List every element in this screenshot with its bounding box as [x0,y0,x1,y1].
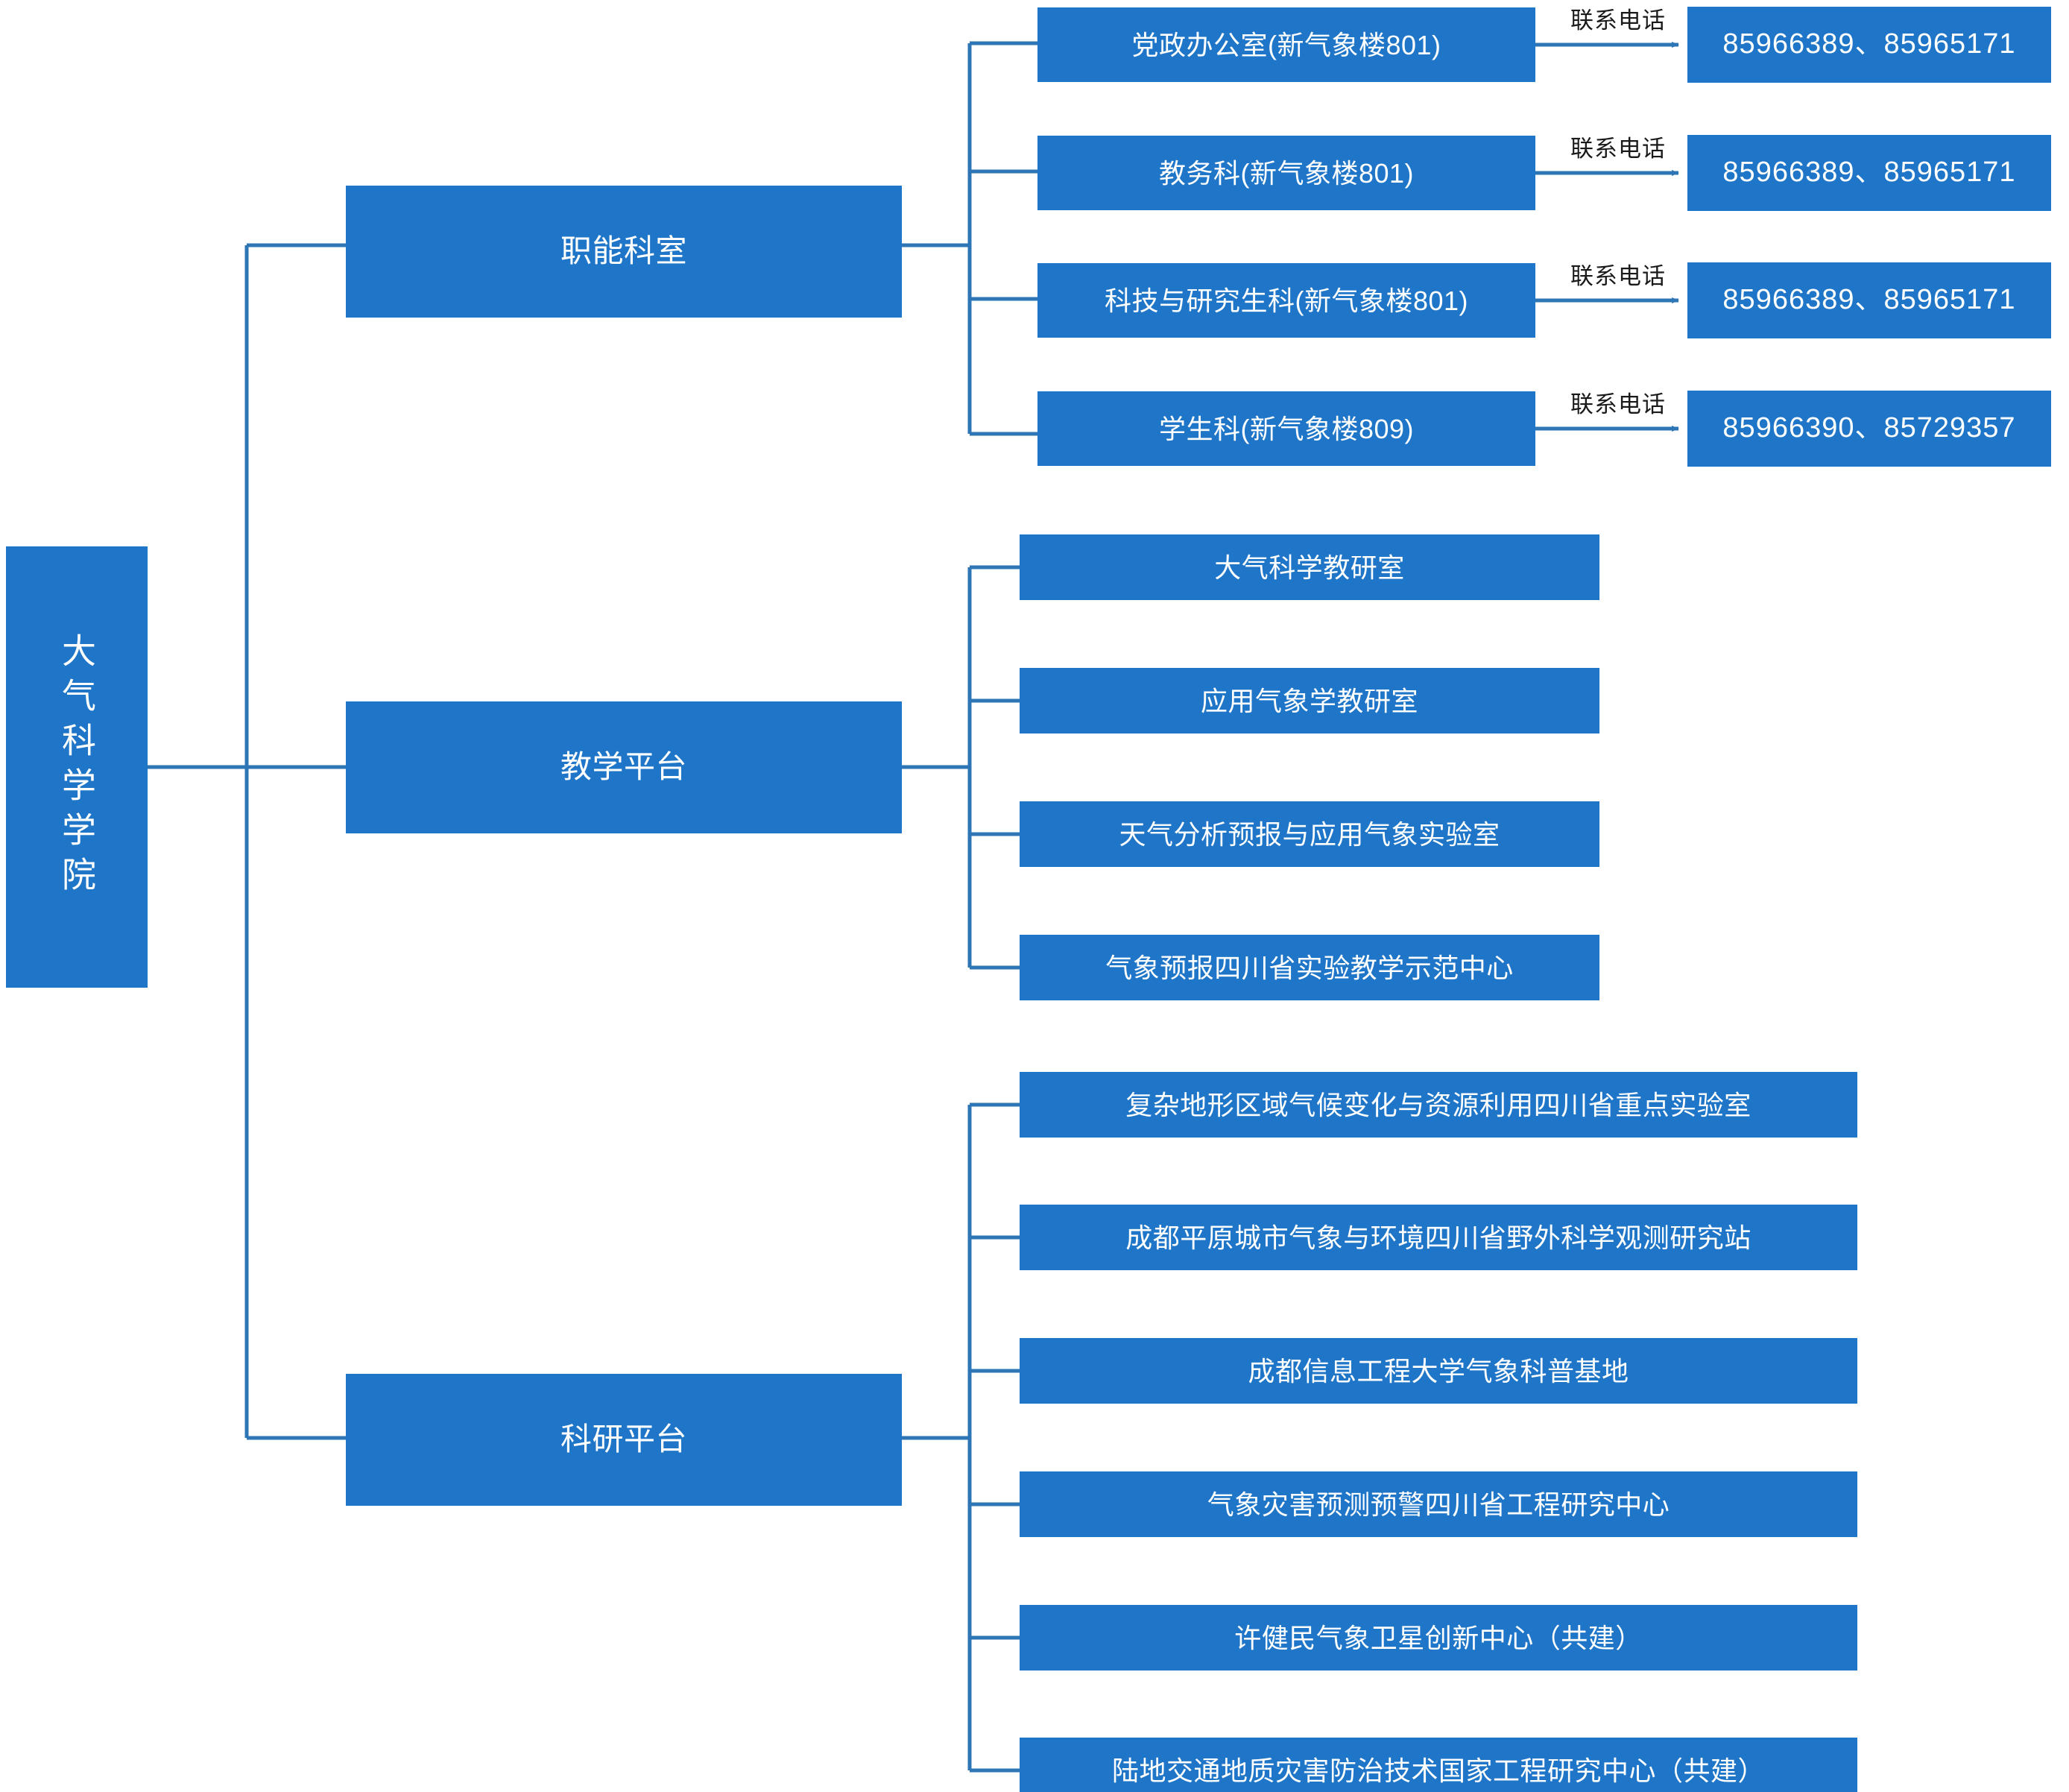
phone-node[interactable]: 85966390、85729357 [1687,391,2051,467]
teaching-platform-node[interactable]: 天气分析预报与应用气象实验室 [1020,801,1599,867]
department-node[interactable]: 学生科(新气象楼809) [1037,391,1535,466]
department-label: 党政办公室(新气象楼801) [1131,29,1441,60]
research-platform-node[interactable]: 成都信息工程大学气象科普基地 [1020,1338,1857,1404]
phone-number: 85966389、85965171 [1722,284,2016,316]
research-platform-label: 许健民气象卫星创新中心（共建） [1234,1622,1643,1653]
department-label: 教务科(新气象楼801) [1158,157,1415,189]
phone-node[interactable]: 85966389、85965171 [1687,7,2051,83]
teaching-platform-node[interactable]: 大气科学教研室 [1020,534,1599,600]
department-node[interactable]: 党政办公室(新气象楼801) [1037,7,1535,82]
department-label: 科技与研究生科(新气象楼801) [1104,285,1469,316]
department-label: 学生科(新气象楼809) [1158,413,1415,444]
research-platform-node[interactable]: 复杂地形区域气候变化与资源利用四川省重点实验室 [1020,1072,1857,1138]
research-platform-node[interactable]: 成都平原城市气象与环境四川省野外科学观测研究站 [1020,1205,1857,1270]
research-platform-node[interactable]: 气象灾害预测预警四川省工程研究中心 [1020,1471,1857,1537]
contact-phone-edge-label: 联系电话 [1570,391,1666,417]
teaching-platform-label: 大气科学教研室 [1214,552,1405,583]
contact-phone-edge-label: 联系电话 [1570,136,1666,162]
contact-phone-edge-label: 联系电话 [1570,7,1666,34]
category-node-research-platform[interactable]: 科研平台 [346,1374,902,1506]
phone-number: 85966390、85729357 [1722,412,2016,444]
phone-number: 85966389、85965171 [1722,157,2016,189]
phone-node[interactable]: 85966389、85965171 [1687,262,2051,338]
category-node-teaching-platform[interactable]: 教学平台 [346,701,902,833]
category-label: 教学平台 [560,749,687,785]
contact-phone-edge-label: 联系电话 [1570,263,1666,289]
research-platform-label: 复杂地形区域气候变化与资源利用四川省重点实验室 [1125,1089,1751,1120]
department-node[interactable]: 教务科(新气象楼801) [1037,136,1535,210]
teaching-platform-node[interactable]: 应用气象学教研室 [1020,668,1599,733]
teaching-platform-label: 气象预报四川省实验教学示范中心 [1105,952,1514,983]
teaching-platform-label: 应用气象学教研室 [1200,685,1418,716]
teaching-platform-node[interactable]: 气象预报四川省实验教学示范中心 [1020,935,1599,1000]
department-node[interactable]: 科技与研究生科(新气象楼801) [1037,263,1535,338]
research-platform-node[interactable]: 许健民气象卫星创新中心（共建） [1020,1605,1857,1670]
research-platform-label: 成都信息工程大学气象科普基地 [1248,1355,1629,1386]
phone-node[interactable]: 85966389、85965171 [1687,135,2051,211]
research-platform-label: 成都平原城市气象与环境四川省野外科学观测研究站 [1125,1222,1751,1253]
research-platform-node[interactable]: 陆地交通地质灾害防治技术国家工程研究中心（共建） [1020,1738,1857,1792]
teaching-platform-label: 天气分析预报与应用气象实验室 [1119,818,1500,850]
category-label: 科研平台 [560,1422,687,1457]
category-node-functional-departments[interactable]: 职能科室 [346,186,902,318]
root-node-school[interactable]: 大气科学学院 [6,546,148,988]
phone-number: 85966389、85965171 [1722,28,2016,60]
root-node-label: 大气科学学院 [57,633,96,901]
research-platform-label: 气象灾害预测预警四川省工程研究中心 [1207,1489,1670,1520]
research-platform-label: 陆地交通地质灾害防治技术国家工程研究中心（共建） [1111,1755,1765,1786]
category-label: 职能科室 [560,233,687,269]
